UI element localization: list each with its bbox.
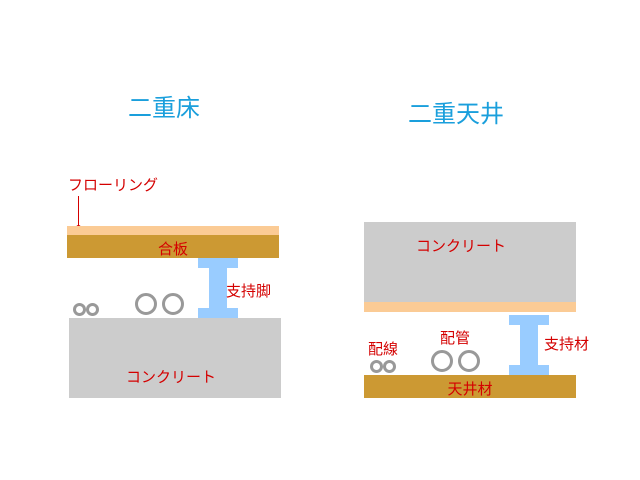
ceiling-board: 天井材 [364, 375, 576, 398]
support-member-bottom-flange [509, 365, 549, 375]
left-title: 二重床 [128, 94, 200, 122]
right-piping-label: 配管 [440, 329, 471, 347]
flooring-label: フローリング [68, 176, 159, 194]
left-concrete-slab [69, 318, 281, 398]
right-finish-layer [364, 302, 576, 312]
support-member-top-flange [509, 315, 549, 325]
ceiling-board-label: 天井材 [447, 380, 493, 398]
pipe-icon-1 [135, 293, 157, 315]
right-title: 二重天井 [408, 100, 504, 128]
right-pipe-icon-1 [431, 350, 453, 372]
support-leg-web [209, 268, 227, 308]
right-wiring-label: 配線 [368, 340, 399, 358]
support-member-label: 支持材 [544, 335, 590, 353]
wiring-icon-2 [86, 303, 99, 316]
plywood-label: 合板 [157, 240, 188, 258]
support-member [509, 315, 549, 375]
support-leg-label: 支持脚 [226, 282, 272, 300]
plywood-layer: 合板 [67, 235, 279, 258]
right-wiring-icon-2 [383, 360, 396, 373]
pipe-icon-2 [162, 293, 184, 315]
right-wiring-icon-1 [370, 360, 383, 373]
right-pipe-icon-2 [458, 350, 480, 372]
right-concrete-label: コンクリート [416, 237, 507, 255]
flooring-leader-line [78, 196, 79, 226]
support-member-web [520, 325, 538, 365]
right-concrete-slab [364, 222, 576, 302]
support-leg [198, 258, 238, 318]
wiring-icon-1 [73, 303, 86, 316]
left-concrete-label: コンクリート [126, 368, 217, 386]
flooring-layer [67, 226, 279, 235]
support-leg-bottom-flange [198, 308, 238, 318]
support-leg-top-flange [198, 258, 238, 268]
